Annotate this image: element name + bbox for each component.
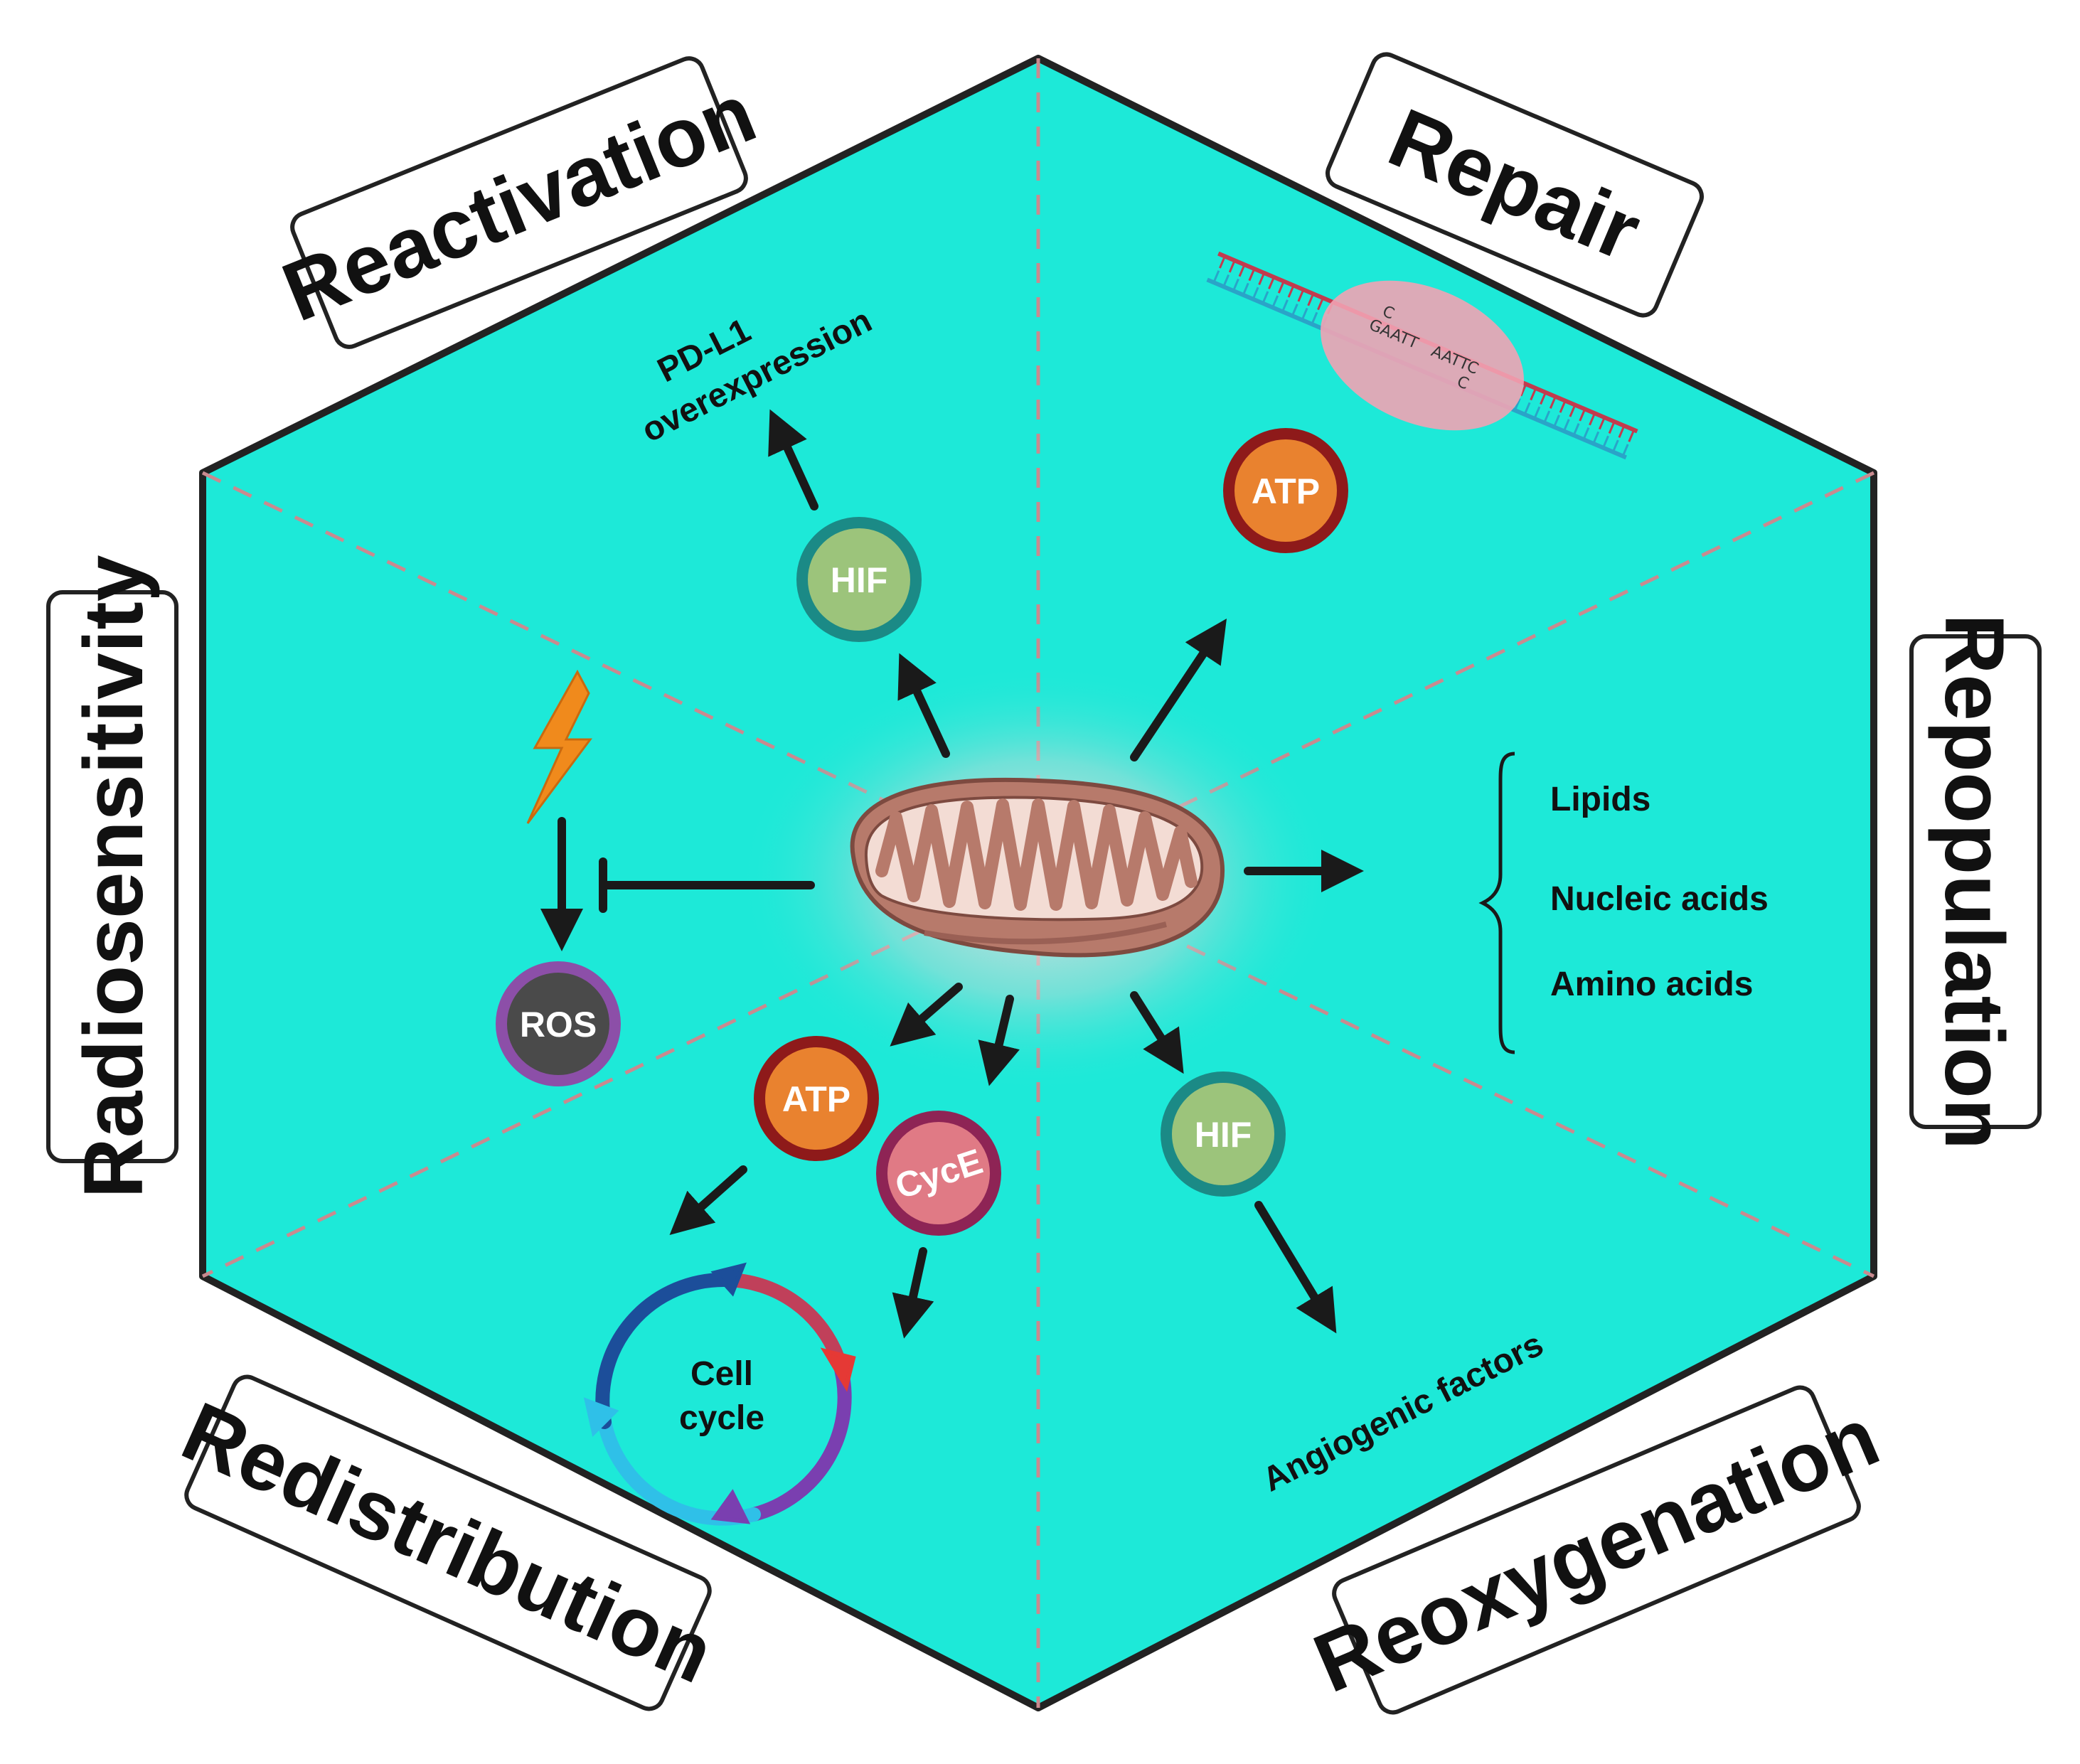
hif-bottom-label: HIF [1195,1115,1252,1155]
arrows [540,409,1364,1339]
lightning-icon [526,669,592,824]
arrow-to-angiogenic [1254,1201,1337,1334]
amino-acids-label: Amino acids [1550,966,1753,1003]
arrow-to-pdl1 [768,409,818,511]
node-hif-top: HIF [796,517,922,642]
node-cyce: CycE [876,1111,1001,1236]
nucleic-acids-label: Nucleic acids [1550,880,1769,918]
box-radiosensitivity: Radiosensitivity [46,555,178,1199]
arrow-to-atp-bottom [890,983,963,1047]
mitochondrion-icon [850,777,1225,958]
radiosensitivity-label: Radiosensitivity [67,555,161,1199]
metabolite-brace [1478,752,1515,1054]
arrow-to-cyce [978,995,1020,1086]
repopulation-label: Repopulation [1927,614,2021,1150]
arrow-cyce-to-cycle [892,1247,934,1339]
lipids-label: Lipids [1550,781,1650,818]
node-hif-bottom: HIF [1161,1071,1286,1197]
hif-top-label: HIF [831,560,888,600]
node-atp-top: ATP [1223,428,1348,553]
node-atp-bottom: ATP [754,1036,879,1161]
box-repopulation: Repopulation [1909,614,2042,1150]
atp-bottom-label: ATP [782,1079,850,1119]
arrow-to-hif-bottom [1130,991,1184,1074]
atp-top-label: ATP [1252,471,1320,511]
arrow-to-hif-top [897,653,950,758]
ros-label: ROS [520,1005,597,1044]
node-ros: ROS [496,961,621,1086]
dna-repair-icon: C GAATT AATTC C [1206,251,1638,460]
arrow-to-atp-top [1130,619,1227,761]
arrow-atp-to-cycle [669,1165,747,1235]
cell-cycle-icon [583,1262,856,1526]
cell-cycle-label-1: Cell [690,1355,753,1393]
cell-cycle-label-2: cycle [679,1399,764,1437]
